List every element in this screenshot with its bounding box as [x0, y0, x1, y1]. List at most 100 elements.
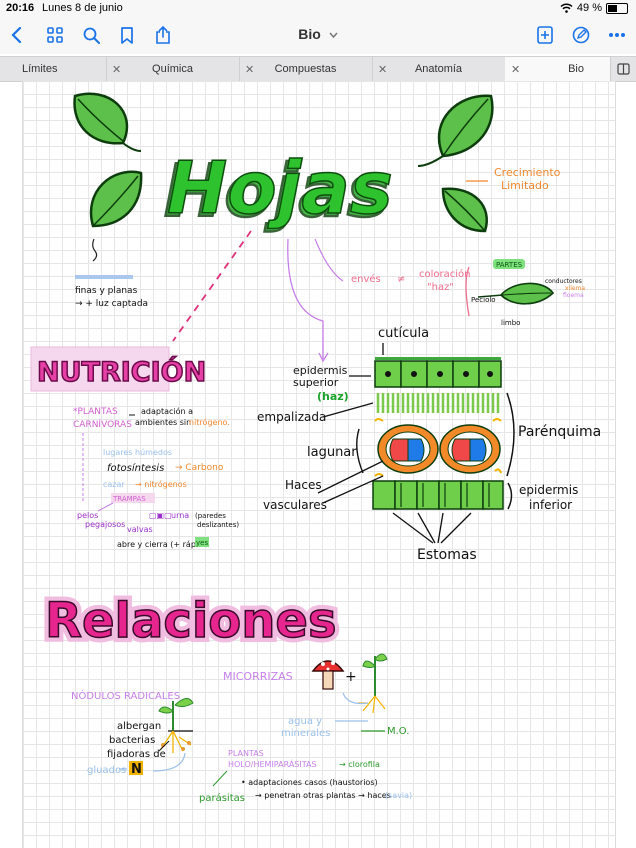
tab-bio[interactable]: ✕ Bio: [505, 57, 611, 81]
title-relaciones: Relaciones: [45, 593, 337, 649]
leaf-icon: [441, 187, 488, 233]
text-micorrizas: MICORRIZAS: [223, 670, 293, 683]
status-right: 49 %: [560, 2, 628, 14]
text-lagunar: lagunar: [307, 445, 357, 460]
text-neq: ≠: [397, 274, 405, 285]
text-savia: (savia): [385, 791, 412, 800]
battery-fill: [608, 4, 617, 12]
text-empalizada: empalizada: [257, 410, 326, 424]
status-time: 20:16: [6, 2, 35, 14]
text-conductores: conductores: [545, 278, 582, 285]
text-coloracion: coloración: [419, 268, 470, 280]
add-page-icon[interactable]: [532, 22, 558, 48]
title-nutricion: NUTRICIÓN: [37, 356, 206, 388]
battery-icon: [606, 2, 628, 14]
note-page[interactable]: Hojas Hojas Crecimiento Limitado finas y…: [22, 81, 616, 848]
text-partes: PARTES: [496, 261, 523, 269]
close-icon[interactable]: ✕: [511, 63, 521, 76]
text-finas: finas y planas: [75, 286, 138, 296]
text-epid-inf: epidermis: [519, 483, 578, 497]
text-carbono: → Carbono: [175, 463, 224, 473]
text-urna-shapes: ▢▣▢: [149, 511, 172, 520]
tab-limites[interactable]: Límites: [0, 57, 107, 81]
close-icon[interactable]: ✕: [112, 63, 122, 76]
grid-view-icon[interactable]: [42, 22, 68, 48]
battery-percent: 49 %: [576, 2, 602, 14]
plant-root-icon: [158, 698, 194, 753]
text-bacterias: bacterias: [109, 735, 155, 746]
bookmark-icon[interactable]: [114, 22, 140, 48]
text-paredes: (paredes: [195, 512, 226, 520]
text-nitrogenos: → nitrógenos: [135, 479, 187, 489]
text-luz: → + luz captada: [75, 299, 148, 309]
text-superior: superior: [293, 376, 339, 389]
share-icon[interactable]: [150, 22, 176, 48]
text-haces: Haces: [285, 478, 322, 492]
text-peciolo: Peciolo: [471, 296, 496, 304]
text-estomas: Estomas: [417, 547, 477, 563]
text-albergan: albergan: [117, 721, 161, 732]
text-plantas-holo: PLANTAS: [228, 749, 264, 758]
text-abre: abre y cierra (+ rápido: [117, 540, 208, 549]
text-valvas: valvas: [127, 525, 153, 534]
text-trampas: TRAMPAS: [112, 495, 146, 503]
text-pegajosos: pegajosos: [85, 520, 125, 529]
text-deslizantes: deslizantes): [197, 521, 239, 529]
text-mo: M.O.: [387, 726, 409, 737]
note-canvas[interactable]: Hojas Hojas Crecimiento Limitado finas y…: [23, 81, 615, 848]
text-parasitas: parásitas: [199, 792, 245, 804]
text-crecimiento: Crecimiento: [494, 166, 561, 179]
text-floema: floema: [563, 292, 584, 299]
text-parenquima: Parénquima: [518, 424, 601, 440]
text-nitrogeno: nitrógeno.: [189, 417, 230, 427]
text-plus: +: [345, 669, 357, 685]
chevron-down-icon[interactable]: [329, 32, 338, 39]
title-hojas-front: Hojas: [167, 146, 393, 230]
toolbar: Bio: [0, 18, 636, 54]
text-plantas-carn: *PLANTAS: [73, 407, 118, 417]
close-icon[interactable]: ✕: [378, 63, 388, 76]
leaf-parts-icon: [477, 282, 555, 305]
text-epid-sup: epidermis: [293, 364, 348, 377]
text-clorofila: → clorofila: [339, 760, 380, 769]
text-nodulos: NÓDULOS RADICALES: [71, 689, 180, 702]
document-title[interactable]: Bio: [0, 26, 636, 42]
text-urna: urna: [171, 511, 189, 520]
text-limitado: Limitado: [501, 179, 549, 192]
text-adaptaciones: • adaptaciones casos (haustorios): [241, 778, 378, 787]
text-cazar: cazar: [103, 480, 125, 489]
status-date: Lunes 8 de junio: [42, 2, 123, 14]
text-fijadoras: fijadoras de: [107, 749, 166, 760]
leaf-icon: [417, 94, 494, 167]
split-view-button[interactable]: [610, 57, 636, 81]
text-fotosintesis: fotosíntesis: [107, 462, 164, 474]
back-chevron-icon[interactable]: [4, 22, 30, 48]
text-adaptacion: adaptación a: [141, 406, 193, 416]
tab-label: Compuestas: [274, 63, 337, 75]
text-inferior: inferior: [529, 498, 572, 512]
text-yes: yes: [196, 539, 208, 547]
close-icon[interactable]: ✕: [245, 63, 255, 76]
title-hojas: Hojas: [164, 149, 390, 233]
tab-quimica[interactable]: ✕ Química: [106, 57, 240, 81]
status-bar: 20:16 Lunes 8 de junio 49 %: [0, 0, 636, 18]
sidebar-icon: [616, 63, 630, 75]
text-haz-quoted: "haz": [427, 282, 454, 293]
text-ambientes: ambientes sin: [135, 418, 191, 427]
text-enves: envés: [351, 273, 381, 285]
more-options-icon[interactable]: [604, 22, 630, 48]
search-icon[interactable]: [78, 22, 104, 48]
text-pelos: pelos: [77, 511, 98, 520]
text-haz: (haz): [317, 390, 349, 403]
text-agua: agua y: [288, 716, 322, 727]
tab-label: Anatomía: [414, 63, 463, 75]
document-title-label[interactable]: Bio: [298, 26, 321, 42]
tab-compuestas[interactable]: ✕ Compuestas: [239, 57, 373, 81]
text-gluados: gluados: [87, 765, 126, 776]
text-minerales: minerales: [281, 728, 330, 739]
pen-edit-icon[interactable]: [568, 22, 594, 48]
tab-anatomia[interactable]: ✕ Anatomía: [372, 57, 506, 81]
sprout-icon: [358, 653, 388, 714]
tab-label: Química: [152, 63, 193, 75]
mushroom-icon: [311, 660, 345, 690]
